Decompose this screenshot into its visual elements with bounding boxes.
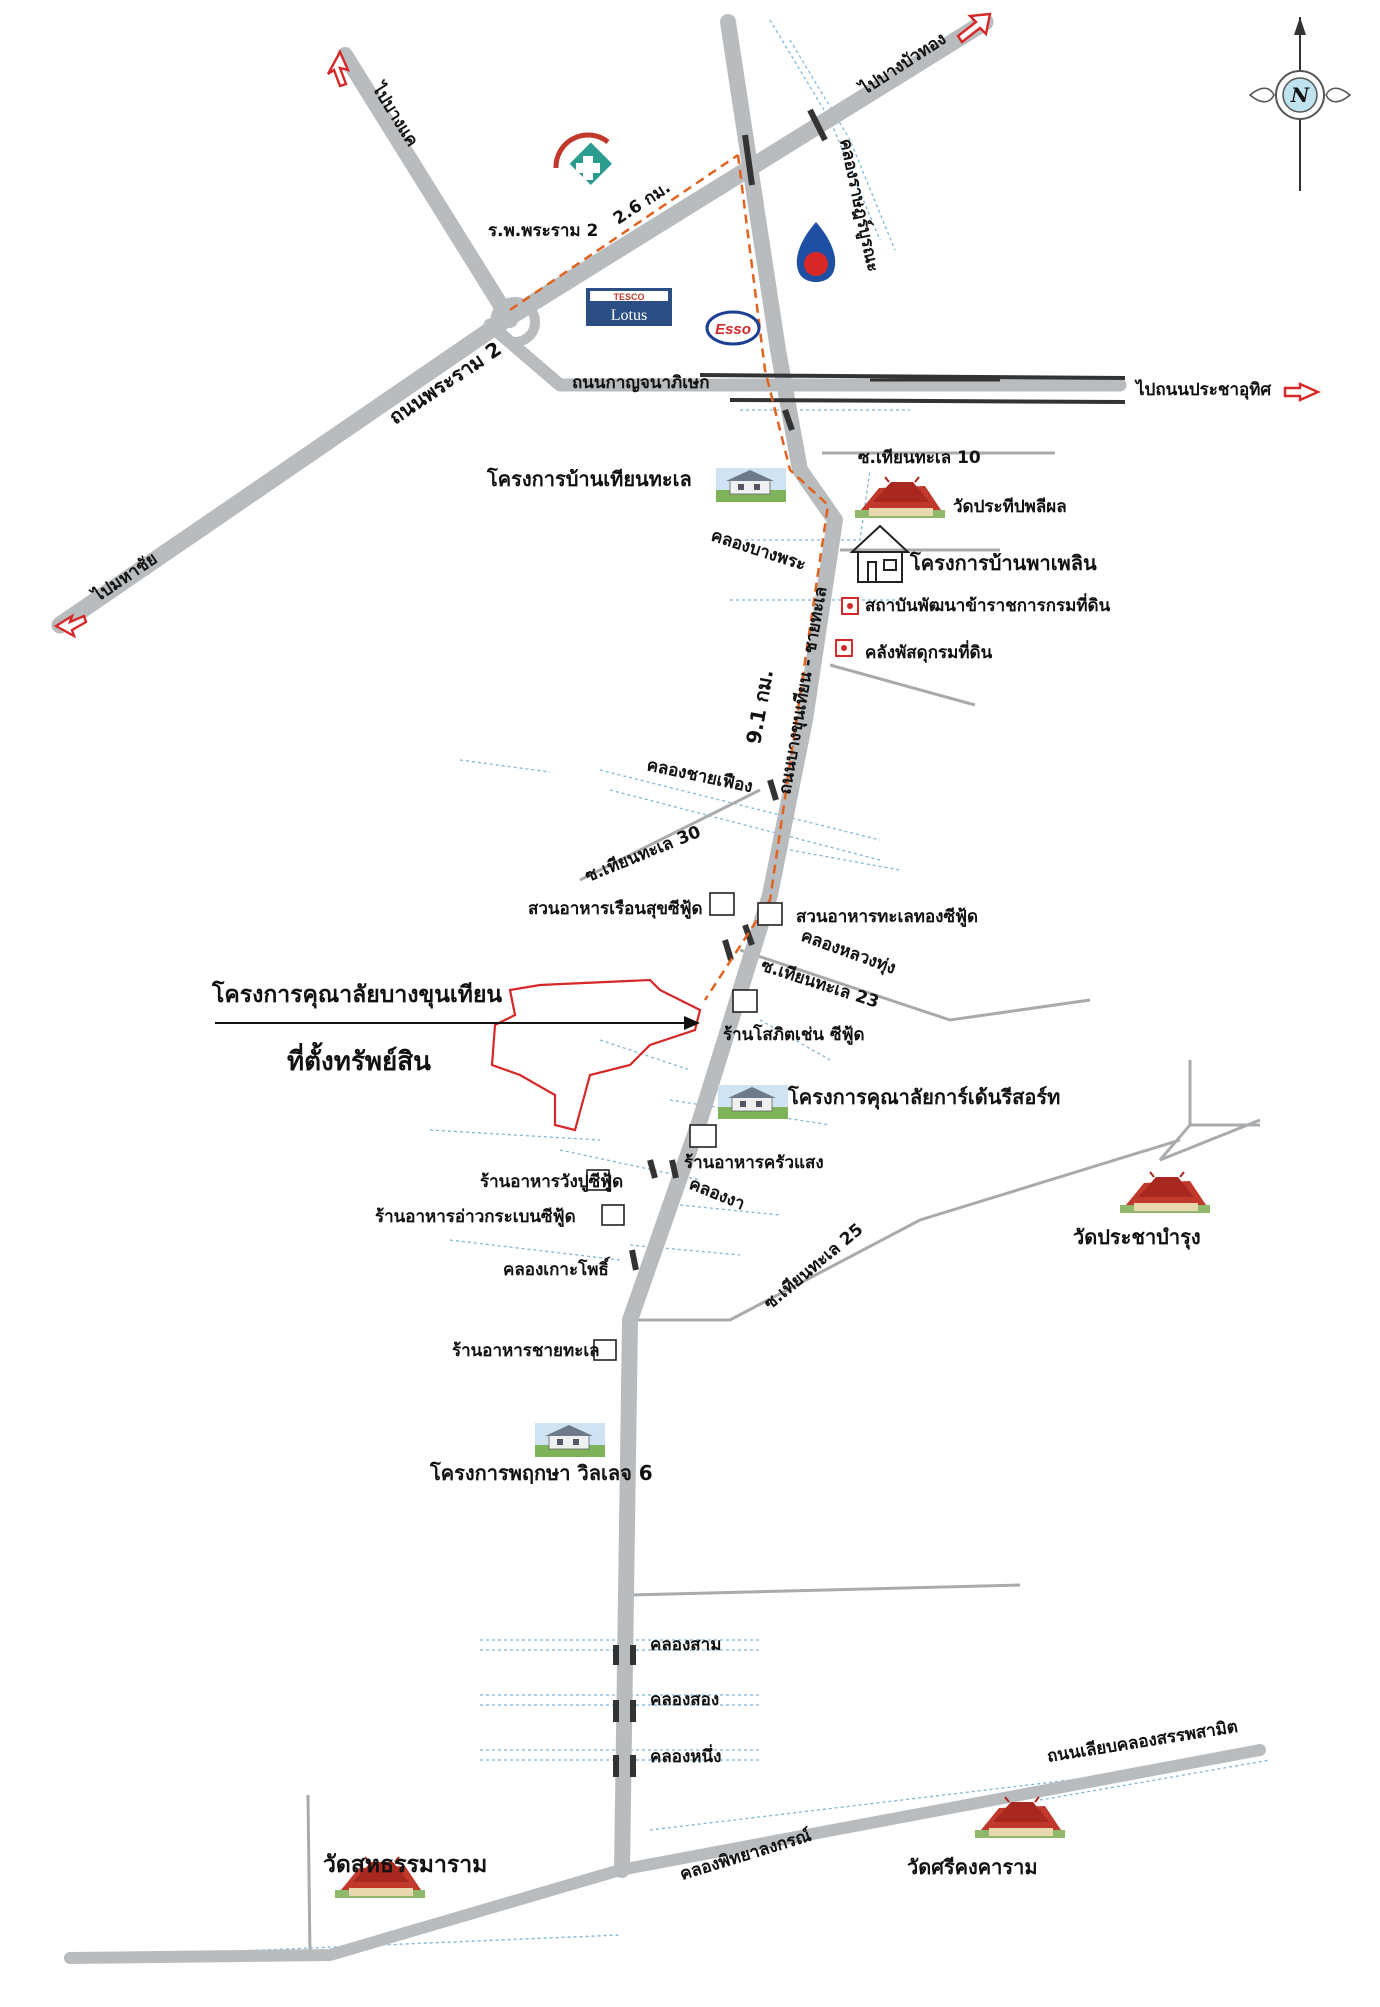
route-lines [509, 153, 830, 1001]
major-roads [51, 13, 1266, 1964]
label-shop-sobhit: ร้านโสภิตเช่น ซีฟู้ด [723, 1024, 865, 1046]
label-to-pracha-uthit: ไปถนนประชาอุทิศ [1134, 379, 1272, 400]
label-soi-tian-talay-10: ซ.เทียนทะเล 10 [858, 447, 981, 468]
label-dist-91: 9.1 กม. [741, 668, 778, 746]
label-land-warehouse: คลังพัสดุกรมที่ดิน [865, 640, 993, 663]
label-soi-tian-talay-30: ซ.เทียนทะเล 30 [582, 821, 704, 887]
label-restaurant-thale-thong: สวนอาหารทะเลทองซีฟู้ด [796, 906, 978, 928]
label-hospital: ร.พ.พระราม 2 [488, 221, 598, 241]
label-site-location: ที่ตั้งทรัพย์สิน [287, 1041, 431, 1077]
site-pointer-arrow [215, 1016, 700, 1030]
ptt-logo [796, 222, 836, 282]
tesco-text: TESCO [613, 292, 644, 302]
compass-letter: N [1290, 83, 1310, 107]
tesco-lotus-logo: TESCO Lotus [586, 288, 672, 326]
label-restaurant-khrua-saeng: ร้านอาหารครัวแสง [684, 1153, 824, 1173]
svg-text:Esso: Esso [715, 321, 751, 338]
ban-tian-talay-icon [715, 467, 787, 503]
label-khlong-ko-pho: คลองเกาะโพธิ์ [503, 1256, 611, 1280]
label-wat-pracha-bamrung: วัดประชาบำรุง [1073, 1225, 1201, 1250]
label-pruksa-project: โครงการพฤกษา วิลเลจ 6 [429, 1461, 653, 1485]
label-site-project: โครงการคุณาลัยบางขุนเทียน [211, 980, 502, 1009]
label-khlong-sam: คลองสาม [650, 1635, 721, 1655]
arrow-to-bangbuathong-icon [956, 12, 992, 44]
map-labels: ไปบางบัวทอง ไปบางแค คลองราษฎร์บูรณะ ร.พ.… [87, 28, 1272, 1885]
label-kanchanaphisek-road: ถนนกาญจนาภิเษก [572, 373, 710, 393]
bridges [613, 108, 828, 1777]
restaurant-markers [586, 892, 783, 1361]
arrow-to-mahachai-icon [53, 613, 88, 639]
label-to-bangbuathong: ไปบางบัวทอง [855, 28, 950, 100]
label-khlong-ai-tiao: คลองชายเฟือง [645, 754, 755, 797]
label-ban-tian-talay: โครงการบ้านเทียนทะเล [486, 467, 692, 491]
label-khlong-bang-pho: คลองบางพระ [708, 526, 808, 575]
label-land-institute: สถาบันพัฒนาข้าราชการกรมที่ดิน [865, 593, 1111, 616]
pruksa-village-icon [534, 1422, 606, 1458]
label-restaurant-khao-krabin: ร้านอาหารอ่าวกระเบนซีฟู้ด [375, 1206, 576, 1228]
compass-icon: N [1248, 17, 1352, 191]
label-restaurant-wang-pu: ร้านอาหารวังปูซีฟู้ด [480, 1171, 623, 1193]
direction-arrows [53, 12, 1321, 639]
label-khlong-song: คลองสอง [650, 1690, 719, 1710]
land-dept-markers [835, 597, 859, 657]
kunalai-garden-icon [717, 1084, 789, 1120]
label-khlong-nueng: คลองหนึ่ง [650, 1744, 721, 1767]
side-streets [306, 451, 1261, 1956]
label-wat-sahatham: วัดสหธรรมาราม [323, 1852, 487, 1878]
label-restaurant-rueang: สวนอาหารเรือนสุขซีฟู้ด [528, 898, 703, 920]
wat-prateep-icon [854, 476, 946, 519]
label-soi-tian-talay-25: ซ.เทียนทะเล 25 [760, 1219, 868, 1314]
label-wat-sri-khong: วัดศรีคงคาราม [907, 1855, 1038, 1879]
wat-pracha-bamrung-icon [1119, 1171, 1211, 1214]
label-wat-prateep: วัดประทีปพลีผล [953, 496, 1067, 517]
label-restaurant-chai-thale: ร้านอาหารชายทะเล [452, 1341, 600, 1361]
label-kunalai-garden: โครงการคุณาลัยการ์เด้นรีสอร์ท [787, 1085, 1060, 1110]
liap-khlong-road [64, 1744, 1266, 1964]
label-to-mahachai: ไปมหาชัย [87, 548, 161, 607]
road-to-bangkhae [337, 47, 518, 328]
hospital-logo [553, 132, 613, 185]
rama2-road [51, 13, 994, 634]
expressway [699, 373, 1126, 404]
arrow-to-bangkhae-icon [326, 49, 351, 88]
ban-phapenin-icon [849, 524, 911, 583]
esso-logo: Esso [705, 310, 761, 346]
arrow-to-pracha-uthit-icon [1283, 382, 1321, 402]
site-boundary [490, 978, 702, 1132]
label-ban-phapenin: โครงการบ้านพาเพลิน [909, 551, 1097, 575]
lotus-text: Lotus [611, 307, 647, 324]
